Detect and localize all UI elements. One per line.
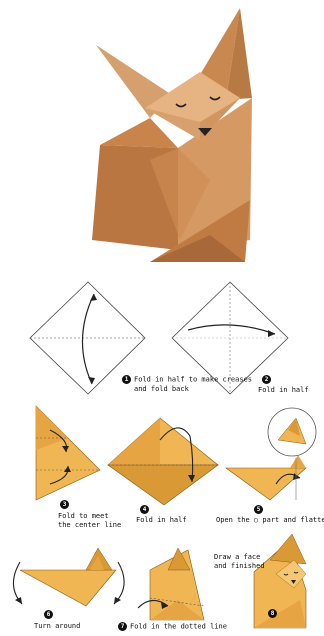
step-1-number: 1 xyxy=(122,375,131,384)
step-4-caption: 4 xyxy=(140,505,152,515)
step-7-number: 7 xyxy=(118,622,127,631)
step-3-text-line2: the center line xyxy=(58,521,121,530)
step-3-text-line1: Fold to meet xyxy=(58,512,109,521)
step-6-diagram xyxy=(13,548,124,606)
step-8-caption: 8 xyxy=(268,609,280,619)
step-7-text: Fold in the dotted line xyxy=(130,623,227,631)
step-5-text: Open the ○ part and flatten xyxy=(216,516,324,525)
step-5-diagram xyxy=(226,408,316,500)
step-8-diagram xyxy=(254,534,306,628)
step-8-text-line2: and finished xyxy=(214,562,265,571)
step-2-number: 2 xyxy=(262,375,271,384)
step-4-number: 4 xyxy=(140,505,149,514)
step-3-number: 3 xyxy=(60,500,69,509)
step-2-caption: 2 xyxy=(262,375,274,385)
step-4-text: Fold in half xyxy=(136,516,187,525)
step-1-text-line1: Fold in half to make creases xyxy=(134,376,252,384)
step-2-text: Fold in half xyxy=(258,386,309,395)
step-8-number: 8 xyxy=(268,609,277,618)
step-1-caption-line2: and fold back xyxy=(134,385,189,394)
finished-fox-photo xyxy=(92,8,252,262)
step-8-text-line1: Draw a face xyxy=(214,553,260,562)
step-3-diagram xyxy=(36,406,100,500)
step-6-number: 6 xyxy=(44,610,53,619)
step-7-diagram xyxy=(138,548,204,620)
step-5-caption: 5 xyxy=(254,505,266,515)
step-6-text: Turn around xyxy=(34,622,80,631)
step-6-caption: 6 xyxy=(44,610,56,620)
step-4-diagram xyxy=(108,418,218,505)
step-5-number: 5 xyxy=(254,505,263,514)
step-3-caption: 3 xyxy=(60,500,72,510)
